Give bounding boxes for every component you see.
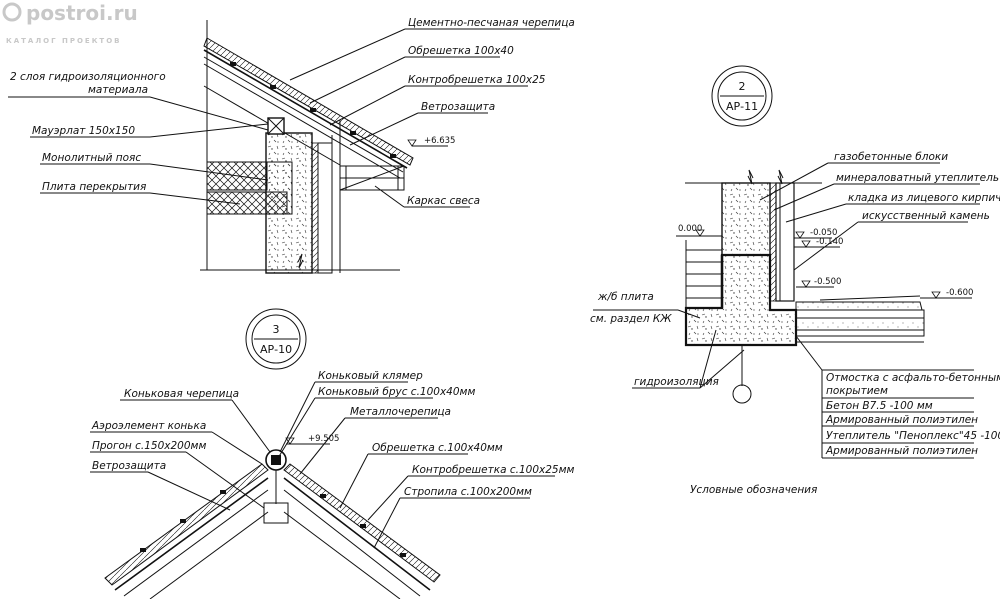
ridge-purlin <box>263 502 289 524</box>
elev-500: -0.500 <box>814 277 841 287</box>
eave-label-batten: Обрешетка 100х40 <box>408 45 514 57</box>
ridge-label-tile: Коньковая черепица <box>124 388 239 400</box>
eave-label-frame: Каркас свеса <box>407 195 480 207</box>
foundation-label-stone: искусственный камень <box>862 210 990 222</box>
eave-insulation <box>311 142 319 274</box>
foundation-facing-brick <box>775 182 795 302</box>
elev-000: 0.000 <box>678 224 702 234</box>
eave-brick <box>317 142 333 274</box>
watermark-site: postroi.ru <box>26 1 138 25</box>
ridge-label-aero: Аэроэлемент конька <box>91 420 206 432</box>
ridge-callout: 3 АР-10 <box>245 308 307 370</box>
eave-label-waterproof-1: 2 слоя гидроизоляционного <box>10 71 166 83</box>
eave-monolithic <box>265 161 293 215</box>
ridge-callout-number: 3 <box>273 323 280 336</box>
ridge-label-wind-barrier: Ветрозащита <box>92 460 166 472</box>
legend-title: Условные обозначения <box>690 484 817 496</box>
ridge-label-metal-tile: Металлочерепица <box>350 406 451 418</box>
ridge-label-rafters: Стропила с.100х200мм <box>404 486 532 498</box>
legend-row-4: Армированный полиэтилен <box>825 414 978 426</box>
ridge-label-counter-batten: Контробрешетка с.100х25мм <box>412 464 574 476</box>
foundation-label-aerated: газобетонные блоки <box>834 151 948 163</box>
eave-break-mark <box>297 253 304 269</box>
legend-row-5: Утеплитель "Пеноплекс"45 -100 мм <box>826 430 1000 442</box>
eave-rafter-top <box>203 63 401 179</box>
eave-batten-line <box>203 49 408 169</box>
ridge-elevation: +9.505 <box>308 434 339 444</box>
eave-battens <box>230 62 396 158</box>
foundation-left-brick <box>685 240 722 308</box>
foundation-axis-bubble <box>732 384 752 404</box>
eave-leaders <box>8 28 560 208</box>
eave-label-belt: Монолитный пояс <box>42 152 141 164</box>
legend-row-2: покрытием <box>826 385 888 397</box>
ridge-beam <box>271 455 281 465</box>
eave-counterbatten-line <box>203 56 404 173</box>
eave-detail: +6.635 Цементно-песчаная черепица Обреше… <box>8 17 575 274</box>
foundation-callout-sheet: АР-11 <box>726 100 758 113</box>
foundation-callout-number: 2 <box>739 80 746 93</box>
foundation-label-brick: кладка из лицевого кирпича <box>848 192 1000 204</box>
foundation-leaders <box>593 162 980 389</box>
foundation-callout: 2 АР-11 <box>711 65 773 127</box>
legend-table: Отмостка с асфальто-бетонным покрытием Б… <box>795 335 1000 459</box>
eave-label-slab: Плита перекрытия <box>42 181 146 193</box>
elev-050: -0.050 <box>810 228 837 238</box>
ridge-leaders <box>90 381 555 549</box>
foundation-blind-area <box>795 295 925 343</box>
ridge-label-clamp: Коньковый клямер <box>318 370 423 382</box>
watermark: postroi.ru КАТАЛОГ ПРОЕКТОВ <box>2 1 138 45</box>
foundation-detail: 2 АР-11 <box>590 65 1000 496</box>
legend-row-6: Армированный полиэтилен <box>825 445 978 457</box>
foundation-elevations: 0.000 -0.050 -0.140 -0.500 -0.600 <box>676 224 973 299</box>
foundation-label-mineral-wool: минераловатный утеплитель <box>836 172 999 184</box>
eave-label-wind-barrier: Ветрозащита <box>421 101 495 113</box>
ridge-label-beam: Коньковый брус с.100х40мм <box>318 386 475 398</box>
watermark-subtitle: КАТАЛОГ ПРОЕКТОВ <box>6 37 122 45</box>
ridge-left-tile <box>104 463 269 586</box>
ridge-label-purlin: Прогон с.150х200мм <box>92 440 206 452</box>
legend-row-1: Отмостка с асфальто-бетонным <box>826 372 1000 384</box>
eave-label-waterproof-2: материала <box>88 84 148 96</box>
foundation-aerated-wall <box>721 182 771 256</box>
legend-row-3: Бетон В7.5 -100 мм <box>826 400 933 412</box>
ridge-battens <box>140 490 406 557</box>
eave-label-counter-batten: Контробрешетка 100х25 <box>408 74 546 86</box>
eave-label-mauerlat: Мауэрлат 150х150 <box>32 125 135 137</box>
foundation-label-waterproofing: гидроизоляция <box>634 376 719 388</box>
foundation-label-slab-1: ж/б плита <box>597 291 654 303</box>
elev-600: -0.600 <box>946 288 973 298</box>
eave-elevation-marker: +6.635 <box>407 136 455 147</box>
ridge-detail: 3 АР-10 +9.505 <box>90 308 574 599</box>
elev-140: -0.140 <box>816 237 843 247</box>
ridge-right-tile <box>283 463 441 583</box>
ridge-label-batten: Обрешетка с.100х40мм <box>372 442 503 454</box>
ridge-callout-sheet: АР-10 <box>260 343 292 356</box>
foundation-label-slab-2: см. раздел КЖ <box>590 313 672 325</box>
foundation-plinth <box>684 253 798 347</box>
eave-label-tile: Цементно-песчаная черепица <box>408 17 575 29</box>
eave-elevation: +6.635 <box>424 136 455 146</box>
